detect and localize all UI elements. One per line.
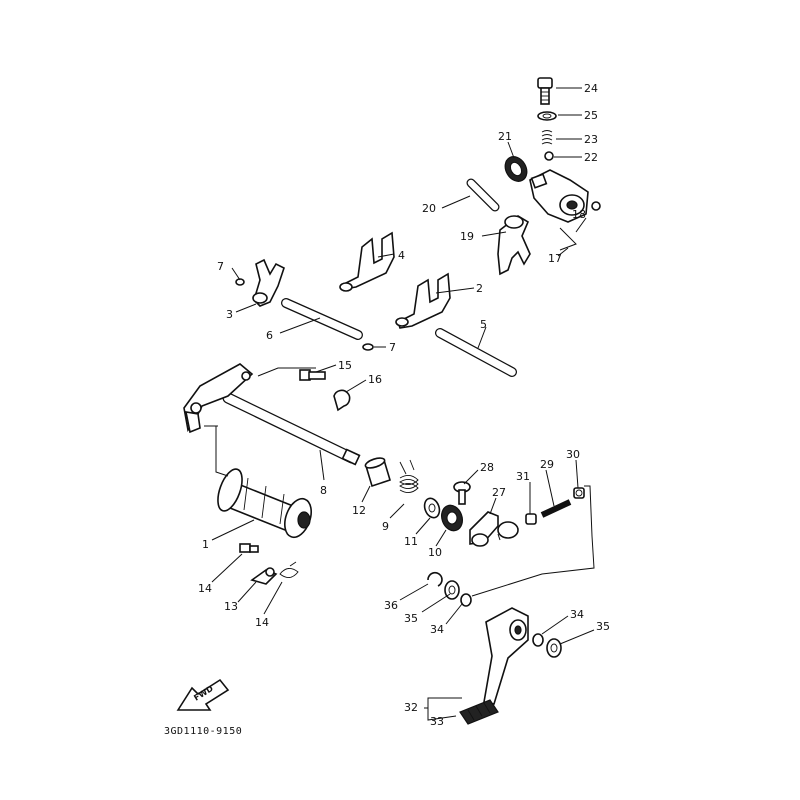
part-screw-28 xyxy=(453,481,471,505)
callout-15: 14 xyxy=(198,582,212,595)
callout-12: 12 xyxy=(352,504,366,517)
callout-1: 1 xyxy=(202,538,209,551)
part-shaft-21 xyxy=(466,178,500,212)
part-oring-34a xyxy=(460,593,472,607)
callout-22: 21 xyxy=(498,130,512,143)
part-fork-4 xyxy=(339,231,395,292)
part-spring-9 xyxy=(399,459,419,493)
callout-28: 28 xyxy=(480,461,494,474)
callout-17: 16 xyxy=(368,373,382,386)
part-seal-22 xyxy=(504,156,528,182)
callout-33: 33 xyxy=(430,715,444,728)
callout-9: 9 xyxy=(382,520,389,533)
callout-labels: 24 25 23 22 21 20 19 18 17 7 3 4 2 6 5 7… xyxy=(198,82,610,728)
part-clip-17 xyxy=(333,389,351,412)
part-ball-23 xyxy=(544,151,554,161)
callout-5: 5 xyxy=(480,318,487,331)
callout-19: 18 xyxy=(572,208,586,221)
callout-7b: 7 xyxy=(389,341,396,354)
part-shift-pedal-32 xyxy=(483,607,529,705)
fwd-arrow-icon: FWD xyxy=(176,678,230,711)
callout-27: 27 xyxy=(492,486,506,499)
callout-23: 22 xyxy=(584,151,598,164)
part-bolt-15 xyxy=(239,543,259,553)
part-fork-2 xyxy=(395,272,451,329)
part-fork-20 xyxy=(497,215,531,276)
callout-34b: 34 xyxy=(570,608,584,621)
part-spring-14 xyxy=(279,561,299,578)
callout-24: 23 xyxy=(584,133,598,146)
callout-30: 30 xyxy=(566,448,580,461)
part-rod-29 xyxy=(540,499,572,518)
part-spring-24 xyxy=(541,130,553,145)
callout-25: 24 xyxy=(584,82,598,95)
part-pedal-rubber-33 xyxy=(459,699,499,725)
callout-21: 20 xyxy=(422,202,436,215)
part-washer-26-hole xyxy=(542,113,552,119)
callout-8: 8 xyxy=(320,484,327,497)
callout-26: 25 xyxy=(584,109,598,122)
part-circlip-36 xyxy=(427,571,443,587)
callout-13: 13 xyxy=(224,600,238,613)
part-joint-27 xyxy=(469,511,519,547)
part-nut-30 xyxy=(573,487,585,499)
callout-32: 32 xyxy=(404,701,418,714)
part-shift-drum-1 xyxy=(217,468,312,539)
drawing-code: 3GD1110-9150 xyxy=(164,726,242,737)
callout-2: 2 xyxy=(476,282,483,295)
part-guide-bar-6 xyxy=(281,298,363,340)
part-circlip-7b xyxy=(362,343,374,351)
callout-36: 36 xyxy=(384,599,398,612)
callout-29: 29 xyxy=(540,458,554,471)
part-stopper-lever-13 xyxy=(250,567,278,585)
part-screw-19 xyxy=(591,201,601,211)
leader-lines xyxy=(204,87,595,721)
callout-31: 31 xyxy=(516,470,530,483)
part-bolt-16 xyxy=(299,369,326,381)
part-circlip-7a xyxy=(235,278,245,286)
part-collar-12 xyxy=(364,457,391,488)
part-fork-3 xyxy=(252,258,285,307)
callout-35b: 35 xyxy=(596,620,610,633)
part-washer-26 xyxy=(537,111,557,121)
callout-11: 11 xyxy=(404,535,418,548)
callout-6: 6 xyxy=(266,329,273,342)
part-seal-10 xyxy=(441,504,463,532)
part-guide-bar-5 xyxy=(435,328,517,377)
callout-14: 14 xyxy=(255,616,269,629)
callout-7a: 7 xyxy=(217,260,224,273)
part-washer-11 xyxy=(423,497,441,519)
part-shift-shaft-8 xyxy=(183,363,361,466)
part-oring-34b xyxy=(532,633,544,647)
part-bolt-25 xyxy=(537,77,553,105)
callout-16: 15 xyxy=(338,359,352,372)
part-nut-31 xyxy=(525,513,537,525)
callout-35a: 35 xyxy=(404,612,418,625)
part-housing-18 xyxy=(529,169,589,223)
callout-20: 19 xyxy=(460,230,474,243)
part-washer-35b xyxy=(546,638,562,658)
callout-4: 4 xyxy=(398,249,405,262)
callout-34a: 34 xyxy=(430,623,444,636)
callout-18: 17 xyxy=(548,252,562,265)
callout-3: 3 xyxy=(226,308,233,321)
callout-10: 10 xyxy=(428,546,442,559)
